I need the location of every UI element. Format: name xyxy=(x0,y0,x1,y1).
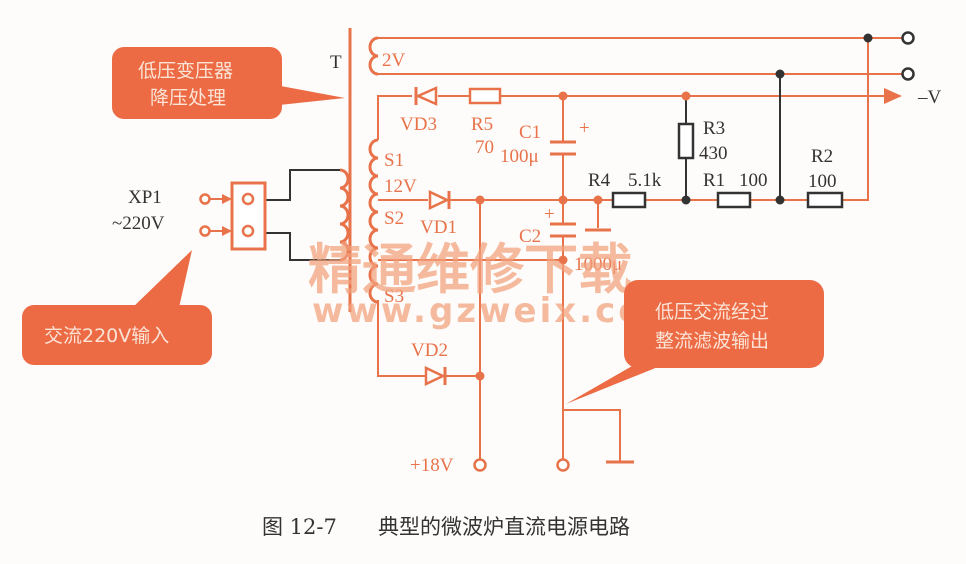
c2-value: 1000μ xyxy=(574,254,622,275)
c2-plus: + xyxy=(544,204,555,225)
output-terminal-gnd[interactable] xyxy=(556,458,570,472)
callout-ac-input: 交流220V输入 xyxy=(22,250,212,365)
output-terminal-2v-a[interactable] xyxy=(901,31,915,45)
callout-transformer-line1: 低压变压器 xyxy=(138,60,233,82)
figure-title: 典型的微波炉直流电源电路 xyxy=(378,515,630,539)
transformer-core xyxy=(348,28,352,312)
plug-xp1[interactable] xyxy=(199,181,267,251)
vd2-label: VD2 xyxy=(411,340,448,361)
orange-wiring xyxy=(377,37,902,464)
c1-name: C1 xyxy=(519,122,541,143)
r2-value: 100 xyxy=(808,171,837,192)
vd1-label: VD1 xyxy=(420,217,457,238)
callout-transformer-line2: 降压处理 xyxy=(150,87,226,109)
transformer-label: T xyxy=(330,52,342,73)
c1-plus: + xyxy=(579,118,590,139)
winding-2v xyxy=(368,36,379,76)
r3-name: R3 xyxy=(703,118,725,139)
callout-output-line2: 整流滤波输出 xyxy=(655,330,769,352)
watermark-cn: 精通维修下载 xyxy=(308,238,632,301)
resistor-r4 xyxy=(611,191,647,209)
plus-18v-label: +18V xyxy=(410,455,454,476)
r5-value: 70 xyxy=(475,137,494,158)
r1-value: 100 xyxy=(739,170,768,191)
r3-value: 430 xyxy=(699,143,728,164)
diode-vd3 xyxy=(414,86,438,106)
resistor-r5 xyxy=(468,87,502,105)
plug-voltage: ~220V xyxy=(112,213,165,234)
capacitor-c1 xyxy=(550,140,576,156)
winding-s1-label: S1 xyxy=(384,150,404,171)
primary-leads xyxy=(265,169,340,261)
watermark-url: www.gzweix.com xyxy=(312,291,683,331)
callout-transformer: 低压变压器 降压处理 xyxy=(112,47,345,119)
r1-name: R1 xyxy=(703,170,725,191)
c1-value: 100μ xyxy=(500,146,539,167)
winding-s3-label: S3 xyxy=(384,286,404,307)
resistor-r2 xyxy=(806,191,844,209)
resistor-r1 xyxy=(716,191,752,209)
plug-name: XP1 xyxy=(128,187,162,208)
diode-vd1 xyxy=(428,190,451,210)
figure-number: 图 12-7 xyxy=(262,515,337,539)
winding-2v-label: 2V xyxy=(382,50,406,71)
capacitor-c2 xyxy=(550,222,576,238)
diode-vd2 xyxy=(424,366,447,386)
r5-name: R5 xyxy=(471,114,493,135)
primary-winding xyxy=(339,168,350,262)
callout-ac-input-line1: 交流220V输入 xyxy=(44,325,169,347)
output-terminal-2v-b[interactable] xyxy=(901,67,915,81)
r2-name: R2 xyxy=(811,146,833,167)
r4-name: R4 xyxy=(588,170,611,191)
callout-output-line1: 低压交流经过 xyxy=(655,301,769,323)
vd3-label: VD3 xyxy=(400,114,437,135)
dark-wiring xyxy=(685,74,781,200)
callout-output: 低压交流经过 整流滤波输出 xyxy=(566,280,824,404)
resistor-r3 xyxy=(677,122,695,160)
junction-dots xyxy=(475,33,873,381)
output-terminal-18v[interactable] xyxy=(473,458,487,472)
c2-name: C2 xyxy=(519,226,541,247)
winding-s1-voltage: 12V xyxy=(384,176,417,197)
r4-value: 5.1k xyxy=(628,170,662,191)
winding-s2-label: S2 xyxy=(384,208,404,229)
winding-secondary xyxy=(368,138,379,304)
neg-v-label: –V xyxy=(917,87,942,108)
